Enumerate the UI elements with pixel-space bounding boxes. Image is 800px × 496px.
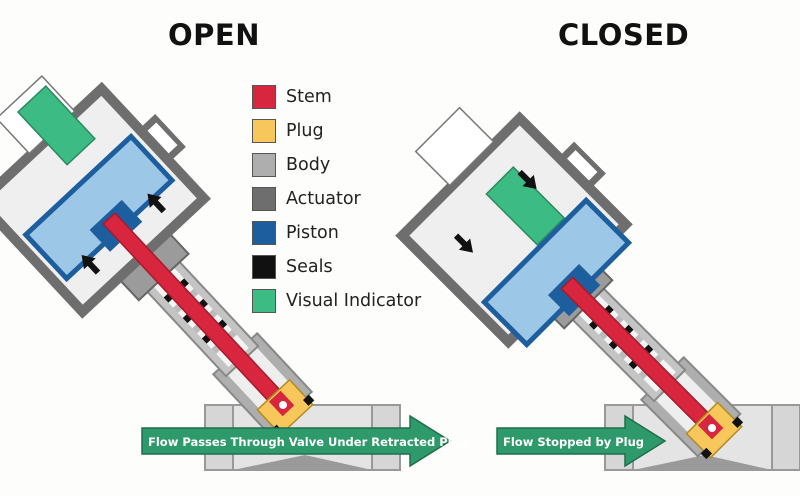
closed-flow-arrow: Flow Stopped by Plug [496,414,667,468]
seal [192,324,202,334]
open-flow-arrow: Flow Passes Through Valve Under Retracte… [141,414,468,468]
seal [588,320,599,330]
legend-swatch [252,187,276,211]
pipe-flange-right [771,404,800,471]
seal [217,319,228,329]
legend-swatch [252,221,276,245]
seal [638,370,648,380]
flow-label: Flow Passes Through Valve Under Retracte… [148,435,468,449]
flow-arrow-icon [496,414,667,468]
actuator-port-opening [567,150,598,181]
seal [208,309,218,319]
retract-arrow-icon [81,255,101,275]
legend: Stem Plug Body Actuator Piston Seals Vis… [252,80,421,318]
visual-indicator [485,166,566,246]
actuator-port-opening [147,122,178,154]
legend-label: Visual Indicator [286,291,422,311]
seal [227,329,237,339]
pipe-seat [233,455,372,470]
legend-item-piston: Piston [252,216,421,250]
legend-label: Actuator [286,189,361,209]
seal [618,350,628,360]
legend-item-actuator: Actuator [252,182,421,216]
seal [654,354,664,364]
seal [182,313,192,324]
legend-label: Body [286,155,331,175]
legend-item-seals: Seals [252,250,421,284]
indicator-cap [414,106,495,187]
actuator-chamber [409,125,619,335]
pipe-seat [633,455,772,470]
seal [628,360,638,370]
legend-item-body: Body [252,148,421,182]
open-title: OPEN [168,18,260,52]
closed-valve [395,106,744,460]
legend-swatch [252,119,276,143]
extend-arrow-icon [517,169,537,189]
seal [644,344,654,354]
legend-label: Stem [286,87,332,107]
legend-label: Seals [286,257,333,277]
retract-arrow-icon [147,193,167,214]
visual-indicator [16,85,96,166]
legend-item-plug: Plug [252,114,421,148]
seal [173,303,183,313]
seal [198,298,208,309]
flow-arrow-icon [141,414,452,468]
seal [608,340,618,350]
seal [189,288,199,298]
seal [624,324,634,334]
legend-label: Plug [286,121,324,141]
flow-label: Flow Stopped by Plug [503,435,644,449]
seal [614,314,624,325]
seal [604,304,614,315]
open-valve [0,75,315,436]
seal [634,334,644,344]
seal [201,334,211,344]
closed-title: CLOSED [558,18,690,52]
legend-swatch [252,85,276,109]
seal [211,344,221,354]
legend-swatch [252,255,276,279]
seal [163,293,173,303]
seal [179,278,189,288]
legend-swatch [252,289,276,313]
legend-label: Piston [286,223,339,243]
stem-pin [708,424,716,432]
legend-swatch [252,153,276,177]
seal [598,330,609,340]
legend-item-visual-indicator: Visual Indicator [252,284,421,318]
legend-item-stem: Stem [252,80,421,114]
plug-seal [302,394,315,406]
stem-pin [279,401,287,409]
extend-arrow-icon [453,233,473,253]
